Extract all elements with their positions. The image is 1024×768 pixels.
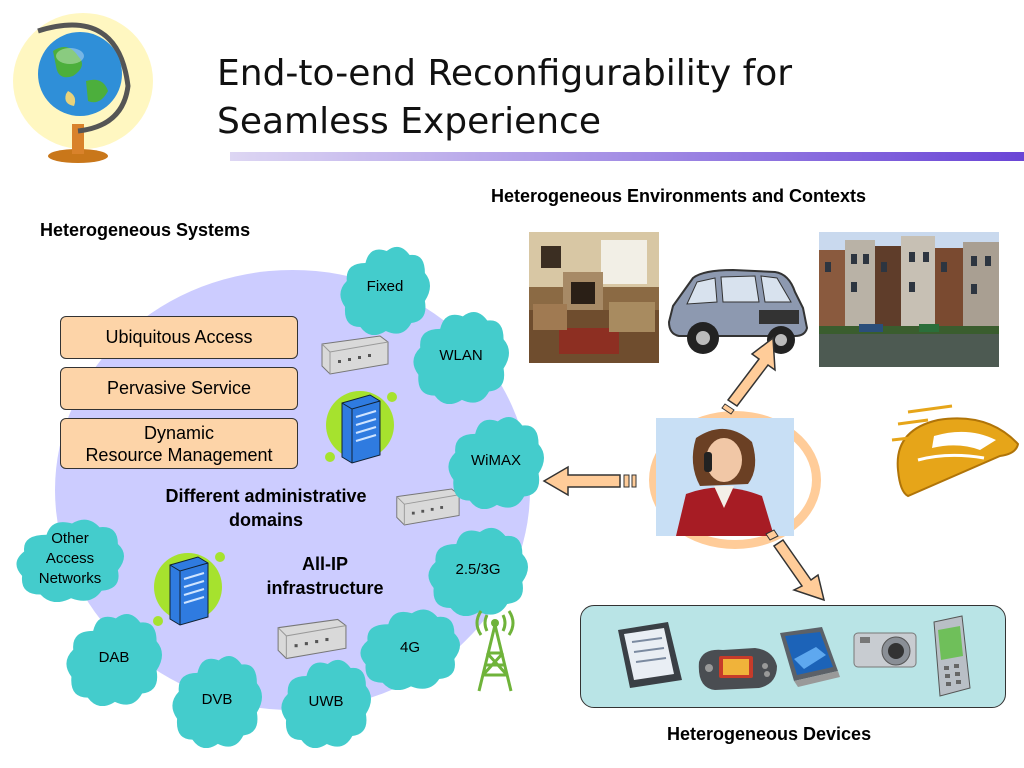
title-underline xyxy=(230,152,1024,161)
arrow-to-devices xyxy=(760,524,832,609)
tablet-icon xyxy=(776,625,842,694)
allip-line1: All-IP xyxy=(301,554,348,574)
box-pervasive-service: Pervasive Service xyxy=(60,367,298,410)
network-cloud-other: Other Access Networks xyxy=(16,516,124,602)
cloud-label-fixed: Fixed xyxy=(366,278,404,295)
cloud-label-2-5-3g: 2.5/3G xyxy=(455,561,501,578)
all-ip-text: All-IP infrastructure xyxy=(250,552,400,600)
server-icon xyxy=(150,545,228,634)
title-line-2: Seamless Experience xyxy=(217,101,601,142)
admin-domains-text: Different administrative domains xyxy=(138,484,394,532)
box-dynamic-line1: Dynamic xyxy=(143,422,214,443)
cloud-label-wimax: WiMAX xyxy=(471,452,521,469)
cloud-label-wlan: WLAN xyxy=(439,347,483,364)
box-ubiquitous-access: Ubiquitous Access xyxy=(60,316,298,359)
network-cloud-wlan: WLAN xyxy=(413,308,509,404)
cloud-label-other-3: Networks xyxy=(38,570,102,587)
heading-devices: Heterogeneous Devices xyxy=(667,724,872,744)
network-cloud-2-5-3g: 2.5/3G xyxy=(428,524,528,616)
network-cloud-4g: 4G xyxy=(360,606,460,690)
server-icon xyxy=(322,385,400,470)
arrow-to-environments xyxy=(715,334,785,425)
antenna-tower-icon xyxy=(465,605,525,698)
router-icon xyxy=(274,615,348,668)
person-frame xyxy=(649,411,821,549)
car-icon xyxy=(663,262,811,363)
cloud-label-dvb: DVB xyxy=(201,691,233,708)
admin-line1: Different administrative xyxy=(165,486,367,506)
globe-icon xyxy=(8,6,158,166)
router-icon xyxy=(318,332,390,383)
camera-icon xyxy=(852,627,922,678)
router-icon xyxy=(393,485,461,534)
admin-line2: domains xyxy=(228,510,303,530)
network-cloud-dvb: DVB xyxy=(172,652,262,748)
network-cloud-uwb: UWB xyxy=(281,656,371,748)
heading-environments: Heterogeneous Environments and Contexts xyxy=(491,186,867,206)
pda-icon xyxy=(614,620,696,695)
cloud-label-4g: 4G xyxy=(399,639,420,656)
cloud-label-dab: DAB xyxy=(98,649,130,666)
woman-phone-photo xyxy=(656,418,794,536)
arrow-to-networks xyxy=(540,464,640,503)
network-cloud-dab: DAB xyxy=(66,610,162,706)
cloud-label-uwb: UWB xyxy=(308,693,344,710)
box-dynamic-resource: Dynamic Resource Management xyxy=(60,418,298,469)
allip-line2: infrastructure xyxy=(266,578,384,598)
train-icon xyxy=(888,400,1024,509)
cloud-label-other-2: Access xyxy=(45,550,95,567)
living-room-photo xyxy=(529,232,659,363)
heading-systems: Heterogeneous Systems xyxy=(40,220,251,240)
box-pervasive-label: Pervasive Service xyxy=(106,378,252,398)
title-line-1: End-to-end Reconfigurability for xyxy=(217,53,793,94)
network-cloud-fixed: Fixed xyxy=(340,243,430,335)
cloud-label-other-1: Other xyxy=(51,530,89,547)
box-ubiquitous-label: Ubiquitous Access xyxy=(105,327,253,347)
phone-icon xyxy=(928,612,974,705)
canal-houses-photo xyxy=(819,232,999,367)
network-cloud-wimax: WiMAX xyxy=(448,413,544,509)
slide-title: End-to-end Reconfigurability for Seamles… xyxy=(217,50,792,146)
box-dynamic-line2: Resource Management xyxy=(85,444,273,465)
game-console-icon xyxy=(693,644,779,699)
